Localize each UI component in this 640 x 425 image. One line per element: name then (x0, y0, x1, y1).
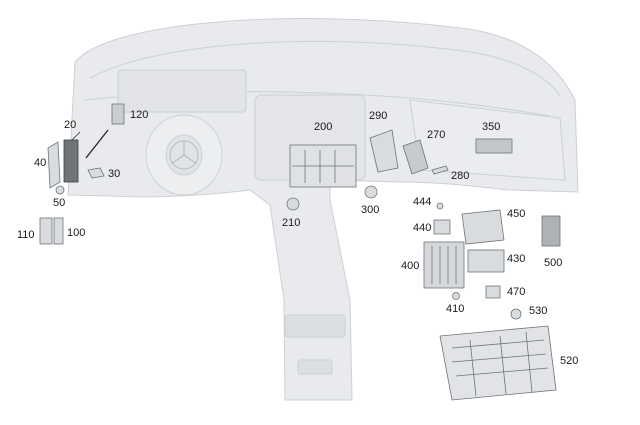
callout-100: 100 (67, 227, 86, 239)
leader-20 (71, 131, 81, 141)
part-520-frame (439, 325, 557, 401)
part-410-screw (452, 292, 460, 300)
mercedes-ring (169, 140, 199, 170)
callout-280: 280 (451, 170, 470, 182)
part-280-screw (431, 165, 449, 175)
callout-470: 470 (507, 286, 526, 298)
callout-20: 20 (64, 119, 77, 131)
callout-430: 430 (507, 253, 526, 265)
callout-450: 450 (507, 208, 526, 220)
callout-290: 290 (369, 110, 388, 122)
part-470-connector (485, 285, 501, 299)
part-50-screw (55, 185, 65, 195)
vent-left (284, 314, 346, 338)
callout-400: 400 (401, 260, 420, 272)
part-450-module (461, 209, 505, 245)
callout-200: 200 (314, 121, 333, 133)
callout-300: 300 (361, 204, 380, 216)
part-440-connector (433, 219, 451, 235)
display-housing (117, 69, 247, 113)
part-350-module (475, 138, 513, 154)
callout-50: 50 (53, 197, 66, 209)
dash-top-rim (89, 40, 561, 97)
part-200-bracket (289, 144, 357, 188)
part-100-cover (53, 217, 64, 245)
part-530-screw (510, 308, 522, 320)
part-430-module (467, 249, 505, 273)
part-120-module (111, 103, 125, 125)
part-20-module (63, 139, 79, 183)
callout-40: 40 (34, 157, 47, 169)
callout-270: 270 (427, 129, 446, 141)
part-500-module (541, 215, 561, 247)
part-300-fastener (364, 185, 378, 199)
part-444-screw (436, 202, 444, 210)
callout-500: 500 (544, 257, 563, 269)
part-210-fastener (286, 197, 300, 211)
callout-110: 110 (17, 229, 35, 241)
callout-350: 350 (482, 121, 501, 133)
vent-bottom (297, 359, 333, 375)
part-290-bracket (369, 129, 399, 173)
callout-410: 410 (446, 303, 465, 315)
callout-120: 120 (130, 109, 149, 121)
part-270-module (402, 139, 429, 175)
callout-520: 520 (560, 355, 579, 367)
callout-30: 30 (108, 168, 121, 180)
part-30-connector (87, 167, 105, 179)
callout-210: 210 (282, 217, 301, 229)
part-110-bracket (39, 217, 53, 245)
leader-120 (85, 129, 109, 159)
callout-444: 444 (413, 196, 432, 208)
mercedes-star-icon (170, 141, 198, 165)
callout-440: 440 (413, 222, 432, 234)
part-400-fuse-block (423, 241, 465, 289)
part-40-bracket (47, 141, 61, 189)
callout-530: 530 (529, 305, 548, 317)
parts-layer (39, 103, 561, 401)
